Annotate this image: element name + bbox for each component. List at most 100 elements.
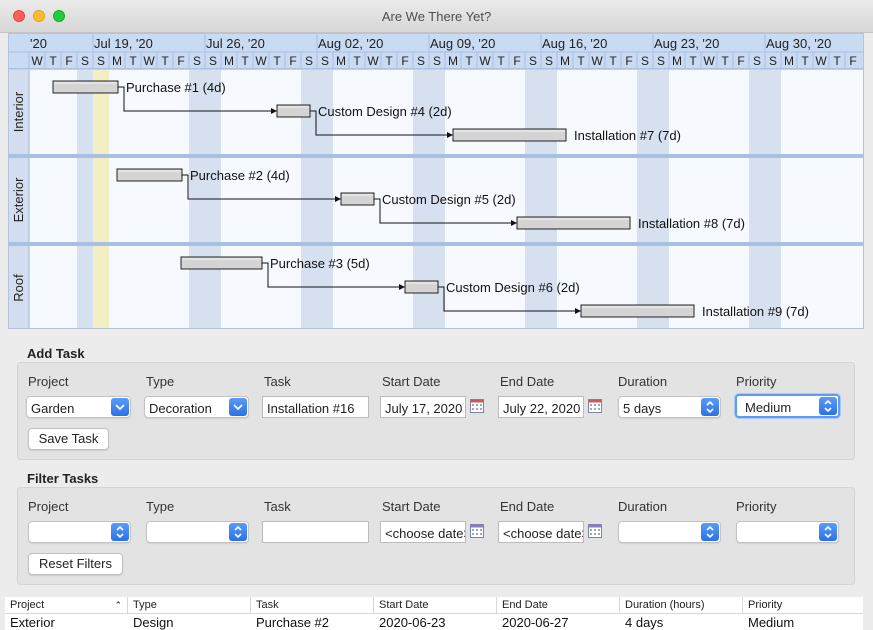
weekend-band — [205, 70, 221, 154]
day-letter: W — [479, 54, 491, 68]
filter-task-input[interactable] — [262, 521, 369, 543]
calendar-icon[interactable] — [588, 524, 602, 538]
day-letter: F — [65, 54, 72, 68]
weekend-band — [541, 246, 557, 328]
arrowhead-icon — [447, 132, 453, 138]
calendar-icon[interactable] — [588, 399, 602, 413]
day-letter: F — [401, 54, 408, 68]
day-letter: T — [49, 54, 57, 68]
close-window-button[interactable] — [13, 10, 25, 22]
end-date-input[interactable]: July 22, 2020 — [498, 396, 584, 418]
calendar-icon[interactable] — [470, 399, 484, 413]
day-letter: T — [385, 54, 393, 68]
day-letter: W — [815, 54, 827, 68]
day-letter: S — [641, 54, 649, 68]
weekend-band — [525, 246, 541, 328]
day-letter: W — [143, 54, 155, 68]
task-name-value: Installation #16 — [267, 401, 355, 416]
filter-priority-select[interactable] — [736, 521, 839, 543]
save-task-button[interactable]: Save Task — [28, 428, 109, 450]
window-title: Are We There Yet? — [381, 9, 492, 24]
day-letter: F — [625, 54, 632, 68]
weekend-band — [749, 246, 765, 328]
day-letter: F — [513, 54, 520, 68]
dependency-arrow — [262, 262, 404, 288]
project-label: Exterior — [11, 177, 26, 222]
day-letter: M — [336, 54, 346, 68]
filter-start-date-label: Start Date — [382, 499, 441, 514]
day-letter: S — [529, 54, 537, 68]
filter-end-date-input[interactable]: <choose date> — [498, 521, 584, 543]
zoom-window-button[interactable] — [53, 10, 65, 22]
day-letter: T — [497, 54, 505, 68]
weekend-band — [189, 158, 205, 242]
up-down-arrows-icon — [229, 523, 247, 541]
priority-label: Priority — [736, 374, 777, 389]
filter-start-date-value: <choose date> — [385, 526, 466, 541]
day-letter: F — [289, 54, 296, 68]
minimize-window-button[interactable] — [33, 10, 45, 22]
day-letter: W — [31, 54, 43, 68]
priority-select[interactable]: Medium — [735, 394, 840, 418]
column-header-start-date[interactable]: Start Date — [374, 597, 497, 614]
day-letter: S — [657, 54, 665, 68]
weekend-band — [77, 246, 93, 328]
project-label-cell — [9, 246, 29, 328]
cell-type: Design — [133, 615, 174, 630]
task-label: Installation #9 (7d) — [702, 304, 809, 319]
today-band — [93, 158, 109, 242]
weekend-band — [653, 70, 669, 154]
column-header-project[interactable]: Project ⌃ — [5, 597, 128, 614]
week-label: Jul 19, '20 — [94, 36, 153, 51]
filter-project-label: Project — [28, 499, 69, 514]
day-letter: M — [224, 54, 234, 68]
filter-project-select[interactable] — [28, 521, 131, 543]
duration-stepper[interactable]: 5 days — [618, 396, 721, 418]
end-date-value: July 22, 2020 — [503, 401, 581, 416]
start-date-input[interactable]: July 17, 2020 — [380, 396, 466, 418]
arrowhead-icon — [271, 108, 277, 114]
day-letter: S — [545, 54, 553, 68]
day-letter: T — [241, 54, 249, 68]
day-letter: M — [672, 54, 682, 68]
filter-tasks-title: Filter Tasks — [27, 471, 99, 486]
day-letter: S — [209, 54, 217, 68]
filter-type-select[interactable] — [146, 521, 249, 543]
day-letter: M — [784, 54, 794, 68]
project-label-cell — [9, 158, 29, 242]
arrowhead-icon — [399, 284, 405, 290]
column-header-duration[interactable]: Duration (hours) — [620, 597, 743, 614]
day-letter: W — [591, 54, 603, 68]
dependency-arrow — [310, 110, 452, 136]
weekend-band — [765, 246, 781, 328]
weekend-band — [317, 70, 333, 154]
calendar-icon[interactable] — [470, 524, 484, 538]
weekend-band — [301, 158, 317, 242]
weekend-band — [749, 158, 765, 242]
weekend-band — [77, 158, 93, 242]
row-separator — [9, 154, 863, 158]
project-select[interactable]: Garden — [26, 396, 131, 418]
day-letter: S — [433, 54, 441, 68]
column-header-type[interactable]: Type — [128, 597, 251, 614]
column-header-priority[interactable]: Priority — [743, 597, 863, 614]
column-header-task[interactable]: Task — [251, 597, 374, 614]
type-select[interactable]: Decoration — [144, 396, 249, 418]
task-name-input[interactable]: Installation #16 — [262, 396, 369, 418]
column-header-end-date[interactable]: End Date — [497, 597, 620, 614]
reset-filters-button[interactable]: Reset Filters — [28, 553, 123, 575]
day-letter: T — [353, 54, 361, 68]
filter-start-date-input[interactable]: <choose date> — [380, 521, 466, 543]
dependency-arrow — [438, 286, 580, 312]
cell-end-date: 2020-06-27 — [502, 615, 569, 630]
project-label: Roof — [11, 274, 26, 302]
task-label: Purchase #2 (4d) — [190, 168, 290, 183]
filter-type-label: Type — [146, 499, 175, 514]
project-label: Project — [28, 374, 69, 389]
weekend-band — [205, 158, 221, 242]
filter-duration-select[interactable] — [618, 521, 721, 543]
start-date-label: Start Date — [382, 374, 441, 389]
task-table[interactable]: Project ⌃ Type Task Start Date End Date … — [5, 597, 863, 630]
